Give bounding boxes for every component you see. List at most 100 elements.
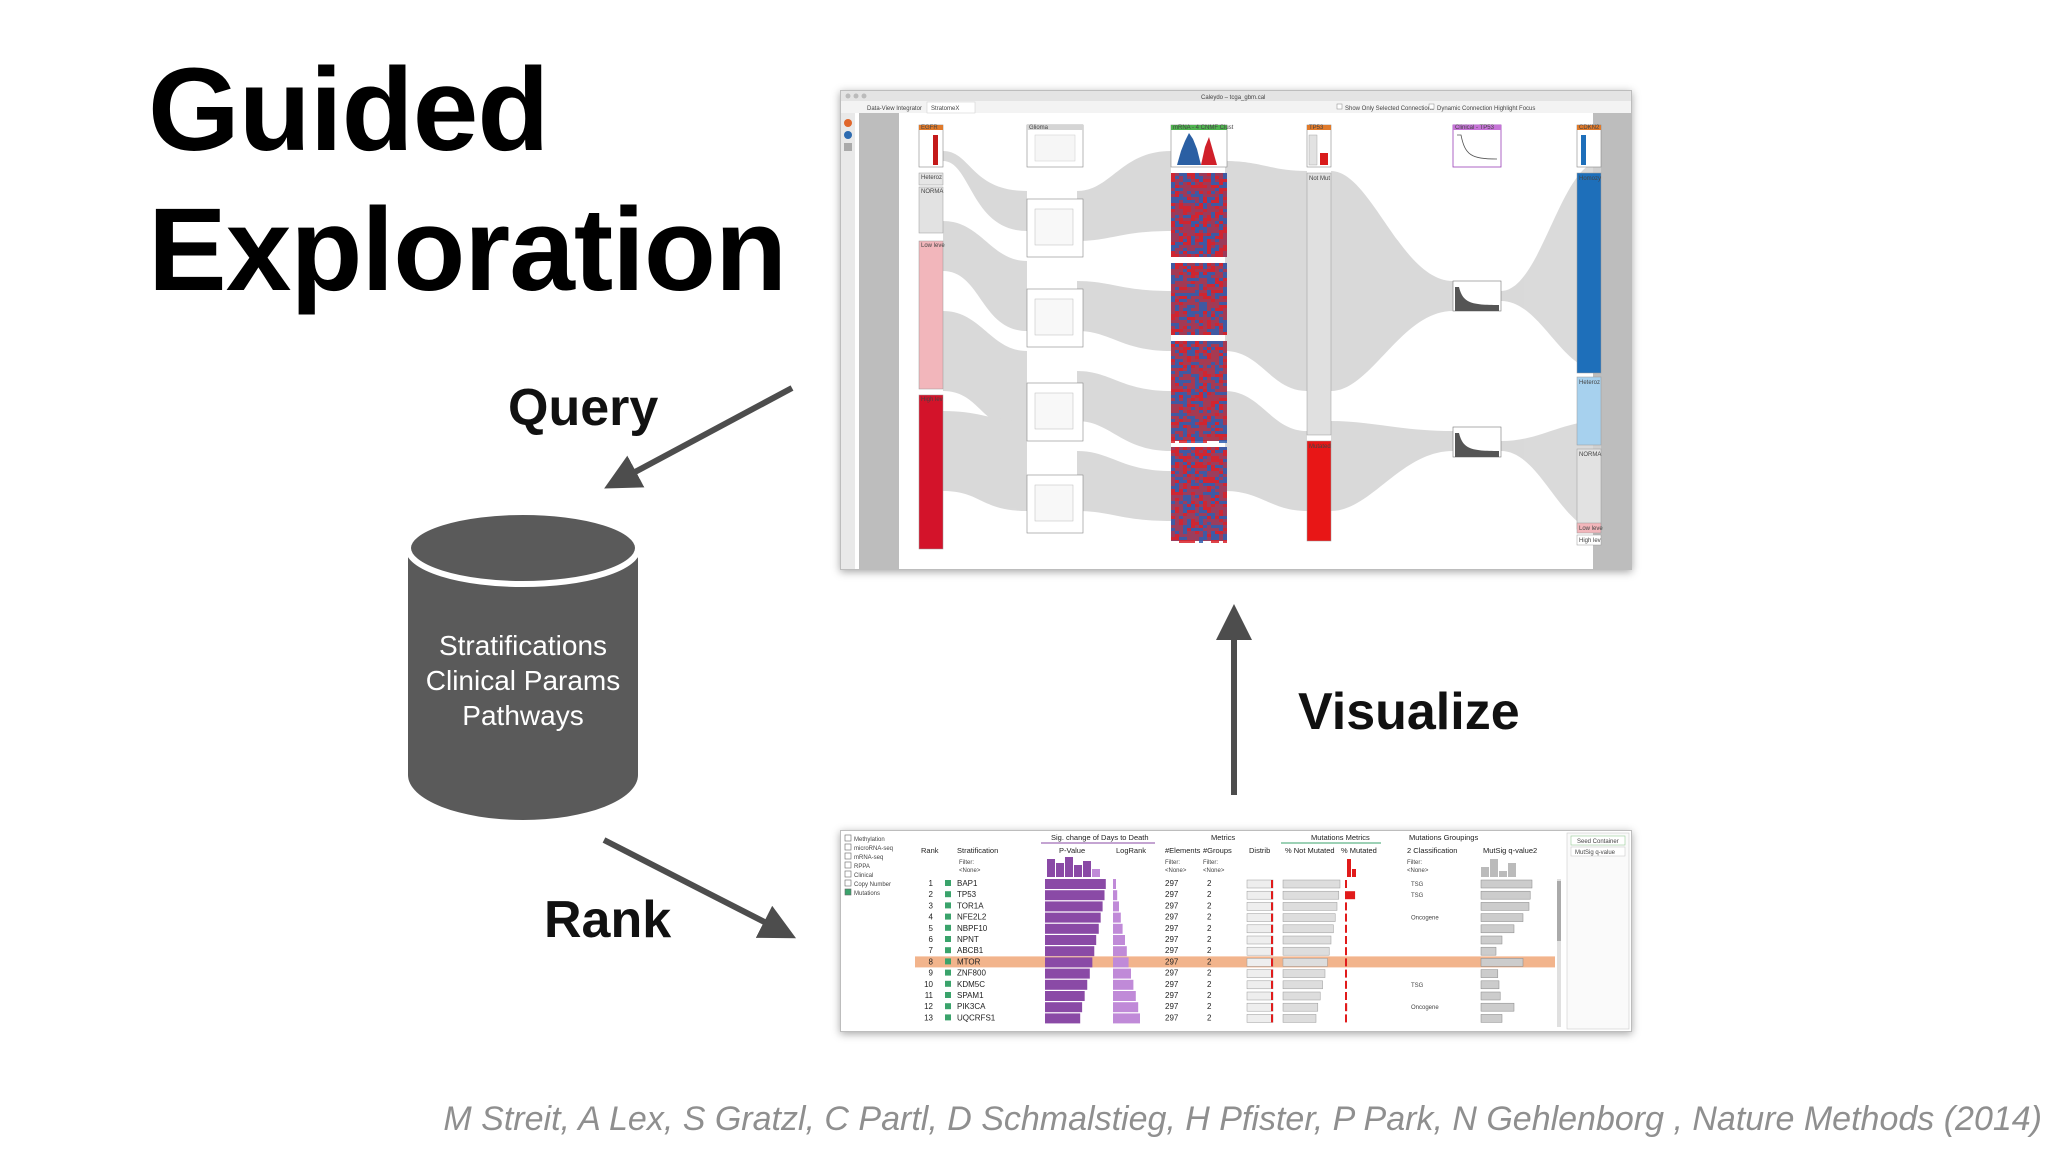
column-glioma[interactable]: Glioma bbox=[1026, 124, 1084, 534]
row-stratification: UQCRFS1 bbox=[957, 1013, 996, 1022]
tab-data-view-integrator[interactable]: Data-View Integrator bbox=[867, 106, 922, 112]
tab-stratomex[interactable]: StratomeX bbox=[931, 106, 959, 112]
col-distrib[interactable]: Distrib bbox=[1249, 846, 1270, 855]
filter-classification[interactable]: Filter: bbox=[1407, 860, 1422, 866]
data-type-checkbox[interactable] bbox=[844, 861, 852, 869]
row-distribution bbox=[1246, 913, 1274, 922]
col-mutated[interactable]: % Mutated bbox=[1341, 846, 1377, 855]
row-elements: 297 bbox=[1165, 879, 1179, 888]
col-p-value[interactable]: P-Value bbox=[1059, 846, 1085, 855]
rank-label: Rank bbox=[544, 891, 672, 949]
filter-groups[interactable]: Filter: bbox=[1203, 860, 1218, 866]
row-stratification: PIK3CA bbox=[957, 1002, 986, 1011]
column-mrna[interactable]: mRNA - 4 CNMF Clust bbox=[1170, 124, 1234, 543]
toolbar-icon-2[interactable] bbox=[844, 131, 852, 139]
row-color-swatch bbox=[945, 992, 951, 998]
row-mutsig-bar bbox=[1480, 890, 1531, 900]
toolbar-icon-3[interactable] bbox=[844, 143, 852, 151]
filter-stratification[interactable]: Filter: bbox=[959, 860, 974, 866]
col-stratification[interactable]: Stratification bbox=[957, 846, 998, 855]
data-type-checkbox[interactable] bbox=[844, 870, 852, 878]
seed-container[interactable] bbox=[1570, 835, 1626, 846]
row-groups: 2 bbox=[1207, 913, 1212, 922]
filter-stratification-value: <None> bbox=[959, 868, 981, 874]
row-rank: 1 bbox=[929, 879, 934, 888]
mutsig-item[interactable] bbox=[1570, 846, 1626, 857]
row-color-swatch bbox=[945, 958, 951, 965]
column-cdkn2[interactable]: CDKN2 Homozy Heteroz NORMA Low leve High… bbox=[1576, 124, 1603, 546]
data-type-label: Copy Number bbox=[854, 882, 891, 888]
row-not-mutated-bar bbox=[1282, 958, 1328, 967]
svg-text:NORMA: NORMA bbox=[1579, 452, 1601, 458]
row-logrank-bar bbox=[1113, 1002, 1139, 1013]
col-not-mutated[interactable]: % Not Mutated bbox=[1285, 846, 1335, 855]
col-elements[interactable]: #Elements bbox=[1165, 846, 1201, 855]
col-mutsig[interactable]: MutSig q-value2 bbox=[1483, 846, 1537, 855]
row-mutsig-bar bbox=[1480, 1002, 1515, 1012]
mutsig-item-label: MutSig q-value bbox=[1575, 850, 1616, 856]
stratomex-screenshot: Caleydo – tcga_gbm.cal Data-View Integra… bbox=[840, 90, 1632, 570]
row-groups: 2 bbox=[1207, 890, 1212, 899]
column-egfr[interactable]: EGFR Heteroz NORMA Low leve High lev bbox=[918, 124, 945, 550]
row-color-swatch bbox=[945, 947, 951, 954]
row-mutsig-bar bbox=[1480, 902, 1530, 911]
row-pvalue-bar bbox=[1045, 1013, 1081, 1024]
row-logrank-bar bbox=[1113, 879, 1116, 889]
row-distribution bbox=[1246, 935, 1274, 945]
row-elements: 297 bbox=[1165, 946, 1179, 955]
row-groups: 2 bbox=[1207, 924, 1212, 933]
data-type-checkbox[interactable] bbox=[844, 888, 852, 896]
connection-ribbons bbox=[943, 151, 1601, 531]
data-type-label: Methylation bbox=[854, 837, 885, 843]
ranking-scrollbar-thumb[interactable] bbox=[1557, 881, 1561, 941]
data-type-checkbox[interactable] bbox=[844, 834, 852, 842]
row-pvalue-bar bbox=[1045, 879, 1106, 889]
filter-elements[interactable]: Filter: bbox=[1165, 860, 1180, 866]
row-distribution-mark bbox=[1271, 902, 1273, 911]
data-type-checkbox[interactable] bbox=[844, 843, 852, 851]
row-elements: 297 bbox=[1165, 980, 1179, 989]
col-classification[interactable]: 2 Classification bbox=[1407, 846, 1457, 855]
tab-stratomex-bg[interactable] bbox=[926, 101, 976, 114]
row-distribution bbox=[1246, 902, 1274, 911]
row-mutated-bar bbox=[1345, 1014, 1347, 1023]
row-logrank-bar bbox=[1113, 890, 1118, 901]
col-rank[interactable]: Rank bbox=[921, 846, 939, 855]
row-stratification: ABCB1 bbox=[957, 946, 984, 955]
checkbox-selected-connections[interactable] bbox=[1336, 103, 1343, 110]
row-logrank-bar bbox=[1113, 957, 1129, 968]
data-type-checkbox[interactable] bbox=[844, 852, 852, 860]
col-logrank[interactable]: LogRank bbox=[1116, 846, 1146, 855]
row-not-mutated-bar bbox=[1282, 924, 1334, 934]
toolbar-icon-1[interactable] bbox=[844, 119, 852, 127]
column-tp53[interactable]: TP53 Not Mut Mutated bbox=[1306, 124, 1332, 542]
row-pvalue-bar bbox=[1045, 1002, 1083, 1013]
rank-arrow bbox=[602, 837, 797, 939]
row-distribution bbox=[1246, 958, 1274, 967]
checkbox-dynamic-highlight-label: Dynamic Connection Highlight Focus bbox=[1437, 106, 1535, 112]
ranking-scrollbar[interactable] bbox=[1557, 879, 1561, 1027]
filter-elements-value: <None> bbox=[1165, 868, 1187, 874]
data-type-checkbox[interactable] bbox=[844, 879, 852, 887]
pvalue-histogram bbox=[1047, 857, 1100, 877]
row-not-mutated-bar bbox=[1282, 935, 1332, 945]
database-labels: Stratifications Clinical Params Pathways bbox=[408, 628, 638, 733]
checkbox-dynamic-highlight[interactable] bbox=[1428, 103, 1435, 110]
col-groups[interactable]: #Groups bbox=[1203, 846, 1232, 855]
row-logrank-bar bbox=[1113, 968, 1131, 979]
column-clinical-tp53[interactable]: Clinical - TP53 bbox=[1452, 124, 1502, 458]
